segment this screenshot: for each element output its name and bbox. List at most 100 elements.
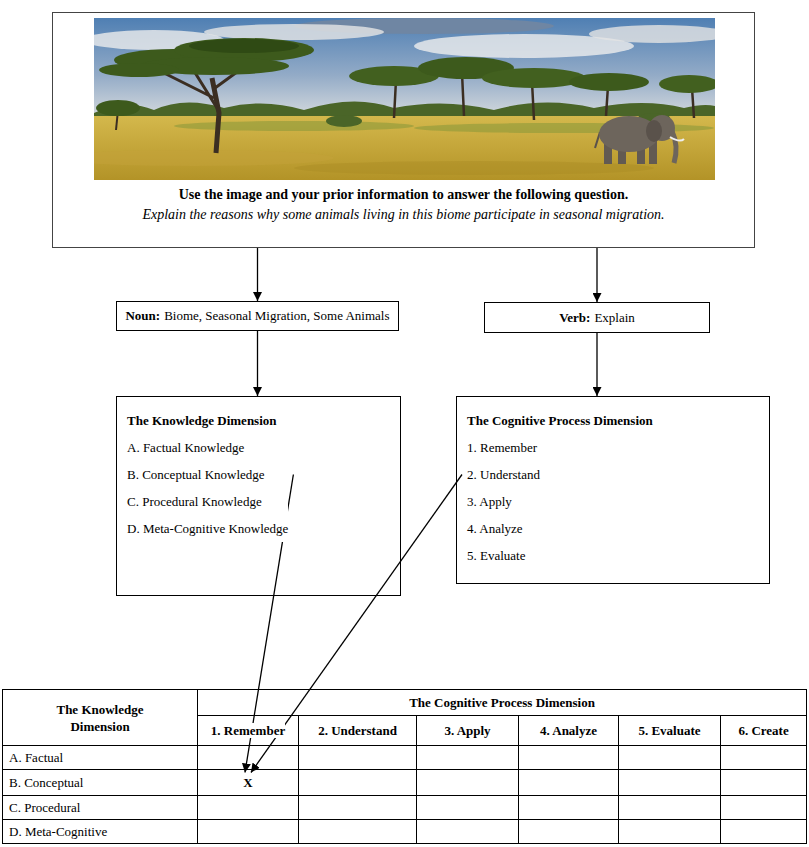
cell-mark: X bbox=[243, 775, 252, 790]
savanna-photo bbox=[94, 18, 715, 180]
table-cell bbox=[619, 820, 721, 844]
table-row: D. Meta-Cognitive bbox=[3, 820, 807, 844]
taxonomy-table: The Knowledge Dimension The Cognitive Pro… bbox=[2, 689, 807, 844]
box-heading: The Knowledge Dimension bbox=[127, 407, 288, 434]
row-label: B. Conceptual bbox=[9, 775, 83, 790]
row-label: D. Meta-Cognitive bbox=[9, 824, 107, 839]
box-text: B. Conceptual Knowledge bbox=[127, 461, 288, 488]
table-cell: 3. Apply bbox=[417, 716, 519, 746]
box-content: Verb: Explain bbox=[559, 309, 635, 327]
acacia-trees-part bbox=[326, 115, 362, 127]
sky-part bbox=[589, 25, 715, 43]
box-text: Biome, Seasonal Migration, Some Animals bbox=[164, 308, 389, 323]
box-heading: The Cognitive Process Dimension bbox=[467, 407, 653, 434]
table-cell: 2. Understand bbox=[299, 716, 417, 746]
column-header: The Knowledge Dimension bbox=[40, 701, 160, 735]
box-text: 4. Analyze bbox=[467, 515, 653, 542]
column-header: The Cognitive Process Dimension bbox=[409, 695, 595, 710]
table-body: The Knowledge Dimension The Cognitive Pro… bbox=[3, 690, 807, 844]
elephant-part bbox=[672, 131, 676, 163]
box-content: Noun: Biome, Seasonal Migration, Some Ani… bbox=[125, 307, 389, 325]
table-cell bbox=[519, 796, 619, 820]
table-cell bbox=[417, 820, 519, 844]
noun-box: Noun: Biome, Seasonal Migration, Some Ani… bbox=[116, 301, 399, 331]
grassland-part bbox=[94, 116, 715, 180]
table-cell bbox=[198, 746, 299, 770]
table-cell: 4. Analyze bbox=[519, 716, 619, 746]
box-content: The Cognitive Process Dimension1. Rememb… bbox=[457, 397, 657, 569]
column-header: 6. Create bbox=[738, 723, 788, 738]
table-row: C. Procedural bbox=[3, 796, 807, 820]
grassland-part bbox=[174, 121, 414, 131]
box-heading: Use the image and your prior information… bbox=[179, 185, 629, 205]
table-cell bbox=[619, 770, 721, 796]
table-cell bbox=[299, 796, 417, 820]
table-cell: The Cognitive Process Dimension bbox=[198, 690, 807, 716]
table-cell bbox=[721, 796, 807, 820]
table-cell bbox=[721, 770, 807, 796]
acacia-trees-part bbox=[96, 100, 140, 116]
acacia-trees-part bbox=[659, 75, 715, 93]
elephant bbox=[595, 115, 684, 164]
table-cell bbox=[619, 746, 721, 770]
knowledge-box: The Knowledge DimensionA. Factual Knowle… bbox=[116, 396, 401, 596]
table-cell: 1. Remember bbox=[198, 716, 299, 746]
acacia-trees-part bbox=[99, 63, 179, 77]
table-row: A. Factual bbox=[3, 746, 807, 770]
flow-arrow bbox=[257, 248, 258, 301]
acacia-trees-part bbox=[482, 68, 586, 88]
box-content: Use the image and your prior information… bbox=[53, 13, 754, 225]
row-label: A. Factual bbox=[9, 750, 63, 765]
acacia-trees-part bbox=[212, 78, 219, 153]
box-text: Explain bbox=[594, 310, 634, 325]
acacia-trees-part bbox=[189, 39, 299, 53]
table-cell: The Knowledge Dimension bbox=[3, 690, 198, 746]
sky bbox=[94, 18, 715, 122]
table-cell bbox=[417, 746, 519, 770]
box-text: 5. Evaluate bbox=[467, 542, 653, 569]
table-cell bbox=[619, 796, 721, 820]
column-header: 4. Analyze bbox=[540, 723, 597, 738]
elephant-part bbox=[670, 137, 684, 141]
table-cell bbox=[198, 796, 299, 820]
question-panel: Use the image and your prior information… bbox=[52, 12, 755, 248]
flow-arrow bbox=[596, 333, 597, 396]
box-text: 2. Understand bbox=[467, 461, 653, 488]
acacia-trees-part bbox=[569, 73, 649, 91]
flow-arrow bbox=[596, 248, 597, 302]
box-text: Explain the reasons why some animals liv… bbox=[142, 205, 664, 225]
table-cell bbox=[721, 746, 807, 770]
row-label: C. Procedural bbox=[9, 800, 80, 815]
column-header: 2. Understand bbox=[318, 723, 397, 738]
column-header: 3. Apply bbox=[444, 723, 490, 738]
box-heading: Verb: bbox=[559, 310, 590, 325]
box-text: A. Factual Knowledge bbox=[127, 434, 288, 461]
table-cell: A. Factual bbox=[3, 746, 198, 770]
table-cell bbox=[417, 796, 519, 820]
table-cell bbox=[198, 820, 299, 844]
table-cell bbox=[519, 820, 619, 844]
column-header: 1. Remember bbox=[211, 723, 285, 738]
verb-box: Verb: Explain bbox=[484, 302, 710, 333]
flow-arrow bbox=[257, 331, 258, 396]
table-cell: B. Conceptual bbox=[3, 770, 198, 796]
table-cell bbox=[299, 770, 417, 796]
grassland-part bbox=[294, 161, 654, 175]
column-header: 5. Evaluate bbox=[638, 723, 700, 738]
table-cell bbox=[721, 820, 807, 844]
table-cell: X bbox=[198, 770, 299, 796]
table-cell bbox=[519, 746, 619, 770]
box-text: C. Procedural Knowledge bbox=[127, 488, 288, 515]
box-text: 1. Remember bbox=[467, 434, 653, 461]
box-heading: Noun: bbox=[125, 308, 160, 323]
cognitive-box: The Cognitive Process Dimension1. Rememb… bbox=[456, 396, 770, 584]
table-cell: 6. Create bbox=[721, 716, 807, 746]
table-cell bbox=[299, 820, 417, 844]
box-text: 3. Apply bbox=[467, 488, 653, 515]
elephant-part bbox=[646, 120, 662, 142]
table-cell bbox=[417, 770, 519, 796]
acacia-trees bbox=[96, 38, 715, 153]
grassland bbox=[94, 116, 715, 180]
